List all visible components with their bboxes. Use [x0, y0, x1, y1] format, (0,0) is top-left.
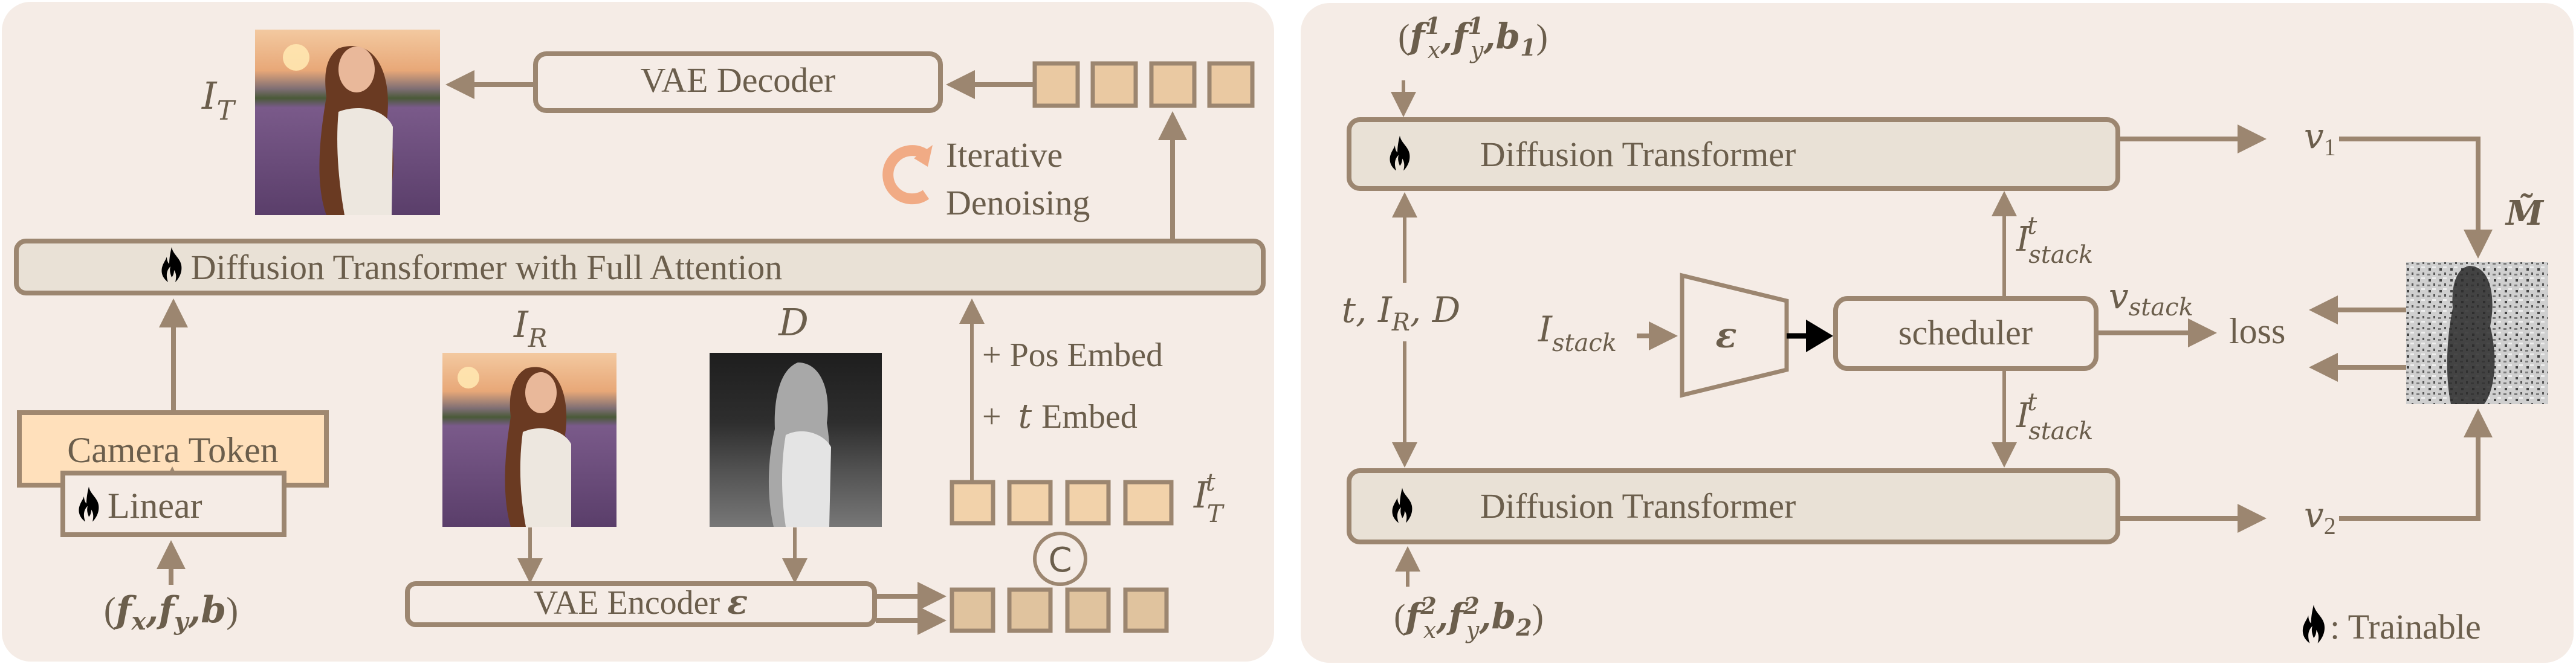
- condition-label: t, IR, D: [1342, 289, 1461, 337]
- stack-input-label: Istack: [1538, 309, 1617, 357]
- svg-text:C: C: [1048, 541, 1072, 580]
- camera-params-label: (fx,fy,b): [104, 589, 238, 636]
- depth-map-label: D: [778, 300, 809, 344]
- camera-token-label: Camera Token: [67, 430, 279, 470]
- v2-to-mask-arrow: [2339, 408, 2493, 521]
- output-token: [1149, 61, 1197, 108]
- dit-full-attention-box: [14, 239, 1266, 295]
- legend: : Trainable: [2302, 605, 2481, 646]
- linear-label: Linear: [108, 486, 202, 526]
- iterative-label: Iterative: [946, 135, 1063, 175]
- encoded-token: [1007, 587, 1053, 633]
- v2-label: v2: [2304, 494, 2336, 540]
- noisy-token: [950, 480, 995, 526]
- dit-full-attention-label: Diffusion Transformer with Full Attentio…: [191, 248, 783, 287]
- left-panel: IT VAE Decoder Iterative Denoising: [2, 2, 1274, 662]
- noisy-token: [1007, 480, 1053, 526]
- encoded-token: [1123, 587, 1169, 633]
- encoded-token: [1065, 587, 1111, 633]
- encoded-tokens: [950, 587, 1169, 633]
- pos-embed-label: + Pos Embed: [982, 337, 1163, 374]
- v1-label: v1: [2304, 115, 2336, 161]
- noisy-token: [1065, 480, 1111, 526]
- scheduler-box: [1833, 296, 2099, 371]
- mask-image: [2406, 262, 2548, 404]
- dit-bottom-label: Diffusion Transformer: [1480, 486, 1796, 526]
- scheduler-label: scheduler: [1898, 313, 2033, 352]
- dit-bottom-box: [1347, 468, 2120, 544]
- mask-label: M̃: [2505, 193, 2545, 233]
- target-image: [255, 30, 440, 215]
- encoded-token: [950, 587, 995, 633]
- vae-decoder-box: [533, 51, 943, 113]
- loss-label: loss: [2229, 311, 2285, 351]
- encoder-trapezoid: [1680, 272, 1789, 398]
- reference-image-label: IR: [513, 304, 547, 353]
- dit-top-box: [1347, 117, 2120, 191]
- linear-box: [60, 471, 286, 537]
- noisy-token: [1123, 480, 1174, 526]
- iterative-denoising-icon: [882, 145, 933, 205]
- noisy-tokens: [950, 480, 1174, 526]
- output-token: [1090, 61, 1138, 108]
- denoising-label: Denoising: [946, 183, 1090, 222]
- vae-decoder-label: VAE Decoder: [641, 60, 836, 100]
- output-token: [1032, 61, 1080, 108]
- vae-encoder-box: [405, 581, 877, 627]
- legend-trainable-label: : Trainable: [2330, 607, 2481, 646]
- output-tokens: [1032, 61, 1255, 108]
- depth-map-image: [710, 353, 882, 527]
- encoder-symbol: ε: [1715, 315, 1736, 356]
- dit-top-label: Diffusion Transformer: [1480, 135, 1796, 174]
- concat-icon: C: [1033, 532, 1087, 586]
- output-token: [1207, 61, 1255, 108]
- reference-image: [442, 353, 616, 527]
- v-stack-label: vstack: [2109, 276, 2193, 321]
- v1-to-mask-arrow: [2339, 137, 2493, 259]
- target-image-label: IT: [201, 74, 237, 126]
